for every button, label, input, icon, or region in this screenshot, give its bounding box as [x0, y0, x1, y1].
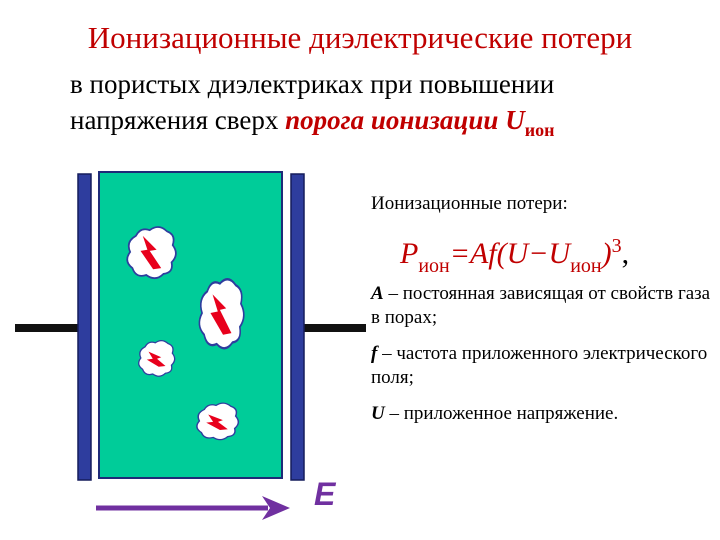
subtitle-line-2: напряжения сверх порога ионизации Uион — [70, 102, 554, 148]
lightning-icon — [210, 294, 232, 335]
capacitor-diagram — [15, 171, 366, 520]
lightning-icon — [140, 235, 162, 270]
definition-f: f – частота приложенного электрического … — [371, 343, 708, 388]
pore-cloud-icon — [126, 226, 177, 280]
left-electrode — [77, 173, 92, 481]
ionization-voltage-symbol: Uион — [505, 105, 555, 140]
subtitle-line-2-prefix: напряжения сверх — [70, 105, 286, 135]
pore-cloud-icon — [198, 278, 245, 350]
pore-cloud-icon — [196, 402, 240, 441]
definition-u: U – приложенное напряжение. — [371, 403, 619, 424]
ionization-threshold-text: порога ионизации — [285, 105, 499, 135]
arrow-right-icon — [96, 496, 290, 520]
slide-subtitle: в пористых диэлектриках при повышении на… — [70, 66, 554, 148]
right-electrode — [290, 173, 305, 481]
subtitle-line-1: в пористых диэлектриках при повышении — [70, 69, 555, 99]
electric-field-label: E — [314, 476, 336, 512]
left-lead — [15, 324, 79, 332]
lightning-icon — [206, 414, 228, 431]
slide-title: Ионизационные диэлектрические потери — [87, 20, 633, 55]
pore-cloud-icon — [138, 339, 176, 377]
lightning-icon — [146, 351, 166, 367]
dielectric-block — [98, 171, 283, 479]
loss-formula: Pион=Af(U−Uион)3, — [400, 235, 630, 277]
losses-heading: Ионизационные потери: — [371, 193, 568, 214]
right-lead — [304, 324, 366, 332]
definition-a: A – постоянная зависящая от свойств газа… — [371, 283, 711, 328]
